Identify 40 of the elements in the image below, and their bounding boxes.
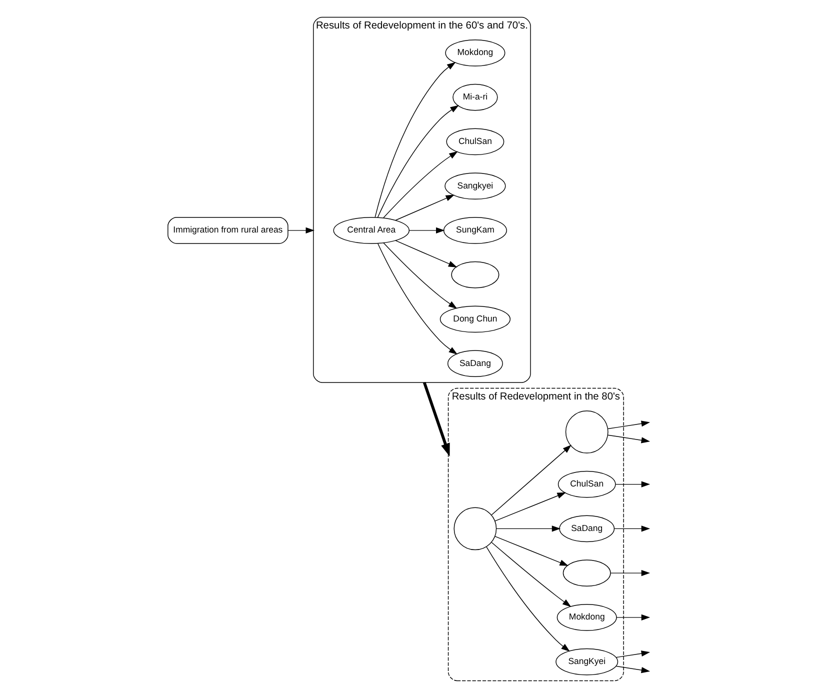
node-circle <box>564 410 608 454</box>
arrow <box>382 151 458 218</box>
arrow <box>408 227 444 234</box>
arrow <box>287 227 314 234</box>
arrow <box>394 240 457 268</box>
arrow <box>376 105 458 218</box>
node-ellipse: Sangkyei <box>444 172 506 200</box>
arrow <box>614 481 650 488</box>
node-ellipse: ChulSan <box>446 128 504 156</box>
arrow <box>422 382 450 457</box>
arrow <box>494 536 568 566</box>
node-ellipse <box>450 261 499 288</box>
arrow <box>614 526 650 532</box>
arrow <box>615 666 650 674</box>
node-ellipse: Mokdong <box>444 39 505 66</box>
node-ellipse <box>562 560 610 586</box>
arrow <box>490 444 571 516</box>
arrow <box>394 194 454 221</box>
arrow <box>486 546 570 652</box>
arrow <box>610 570 650 576</box>
node-ellipse: SaDang <box>447 350 502 377</box>
node-ellipse: Central Area <box>332 216 410 244</box>
node-circle <box>453 507 496 550</box>
arrow <box>494 492 566 522</box>
node-ellipse: Mokdong <box>556 604 616 631</box>
arrow <box>616 614 650 620</box>
node-ellipse: SaDang <box>558 515 614 542</box>
arrow <box>490 542 571 607</box>
node-ellipse: Dong Chun <box>439 306 510 333</box>
arrow <box>374 62 456 218</box>
node-ellipse: SangKyei <box>555 648 618 676</box>
arrow <box>615 650 650 658</box>
arrow <box>607 420 650 430</box>
node-ellipse: Mi-a-ri <box>452 84 498 111</box>
arrow <box>496 526 560 532</box>
node-ellipse: SungKam <box>442 216 506 244</box>
arrow <box>607 434 650 444</box>
node-box: Immigration from rural areas <box>167 216 288 244</box>
arrow <box>382 242 457 309</box>
arrow <box>377 243 458 354</box>
